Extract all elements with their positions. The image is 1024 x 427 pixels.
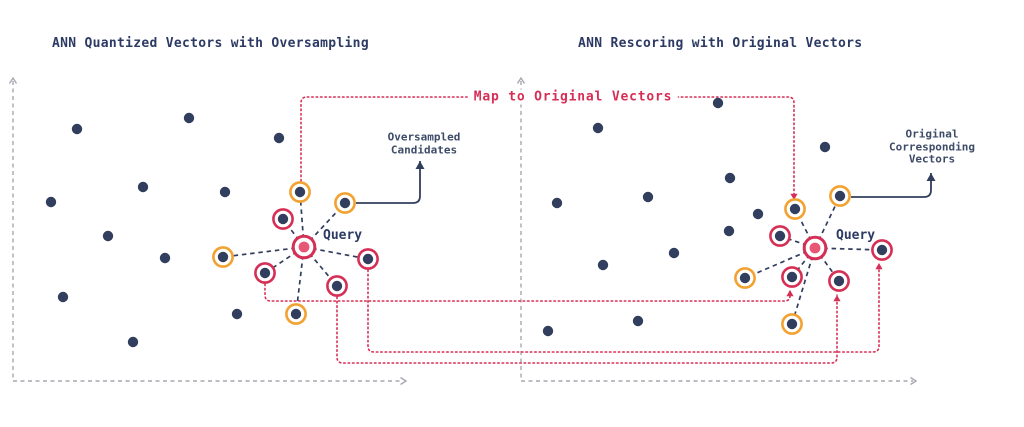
y-axis-arrow-icon	[516, 76, 526, 84]
vector-dot-quantized	[57, 291, 69, 303]
candidate-dot	[789, 203, 801, 215]
vector-dot-rescoring	[642, 191, 654, 203]
map-connector-3-arrowhead-icon	[833, 295, 841, 302]
vector-dot-quantized	[71, 123, 83, 135]
candidate-dot	[786, 318, 798, 330]
query-candidate-link-rescoring	[744, 247, 816, 279]
candidate-dot	[833, 275, 845, 287]
vector-dot-rescoring	[597, 259, 609, 271]
query-label-right: Query	[836, 228, 876, 243]
axis-rescoring	[520, 81, 913, 382]
oversampled-pointer	[356, 161, 421, 204]
y-axis-arrow-icon	[8, 76, 18, 84]
vector-dot-rescoring	[632, 315, 644, 327]
oversampled-candidates-line1: Oversampled	[387, 130, 461, 144]
oversampled-candidates-label: Oversampled Candidates	[387, 130, 461, 157]
panel-title-left: ANN Quantized Vectors with Oversampling	[52, 36, 369, 51]
candidate-dot	[834, 190, 846, 202]
original-pointer	[851, 173, 932, 198]
candidate-dot	[217, 251, 229, 263]
vector-dot-quantized	[137, 181, 149, 193]
candidate-dot	[774, 230, 786, 242]
candidate-dot	[294, 186, 306, 198]
vector-dot-rescoring	[551, 197, 563, 209]
vector-dot-rescoring	[724, 172, 736, 184]
map-connector-top	[300, 96, 795, 201]
candidate-dot	[362, 253, 374, 265]
map-connector-2-arrowhead-icon	[875, 263, 883, 270]
vector-dot-quantized	[159, 252, 171, 264]
query-dot-rescoring	[809, 242, 821, 254]
original-corresponding-line1: Original	[905, 127, 959, 141]
vector-dot-rescoring	[819, 141, 831, 153]
vector-dot-rescoring	[668, 247, 680, 259]
vector-dot-quantized	[127, 336, 139, 348]
candidate-dot	[876, 244, 888, 256]
x-axis-arrow-icon	[400, 376, 408, 386]
oversampled-pointer-arrowhead-icon	[415, 161, 425, 169]
candidate-dot	[786, 271, 798, 283]
panel-title-right: ANN Rescoring with Original Vectors	[578, 36, 863, 51]
map-connector-3	[336, 294, 838, 364]
candidate-dot	[290, 308, 302, 320]
query-label-left: Query	[323, 228, 363, 243]
vector-dot-quantized	[183, 112, 195, 124]
query-candidate-link-quantized	[222, 246, 305, 258]
candidate-dot	[739, 272, 751, 284]
axis-quantized	[12, 81, 403, 382]
original-corresponding-line3: Vectors	[908, 152, 956, 166]
candidate-dot	[339, 197, 351, 209]
vector-dot-rescoring	[723, 225, 735, 237]
candidate-dot	[331, 280, 343, 292]
original-corresponding-line2: Corresponding	[888, 139, 976, 153]
vector-dot-quantized	[45, 196, 57, 208]
x-axis-arrow-icon	[910, 376, 918, 386]
vector-dot-quantized	[231, 308, 243, 320]
candidate-dot	[277, 213, 289, 225]
map-connector-1	[264, 283, 791, 302]
query-dot-quantized	[298, 241, 310, 253]
query-candidate-link-rescoring	[779, 235, 816, 249]
map-connector-top-arrowhead-icon	[790, 193, 798, 200]
vector-dot-quantized	[273, 132, 285, 144]
vector-dot-rescoring	[592, 122, 604, 134]
vector-dot-rescoring	[712, 97, 724, 109]
map-connector-2	[367, 262, 880, 353]
original-pointer-arrowhead-icon	[926, 173, 936, 181]
map-to-original-vectors-label: Map to Original Vectors	[467, 89, 679, 105]
vector-dot-quantized	[102, 230, 114, 242]
vector-dot-quantized	[219, 186, 231, 198]
vector-dot-rescoring	[542, 325, 554, 337]
map-connector-1-arrowhead-icon	[786, 290, 794, 297]
original-corresponding-vectors-label: Original Corresponding Vectors	[889, 128, 975, 166]
vector-dot-rescoring	[752, 208, 764, 220]
query-candidate-link-rescoring	[791, 247, 816, 278]
oversampled-candidates-line2: Candidates	[390, 143, 458, 156]
candidate-dot	[259, 267, 271, 279]
